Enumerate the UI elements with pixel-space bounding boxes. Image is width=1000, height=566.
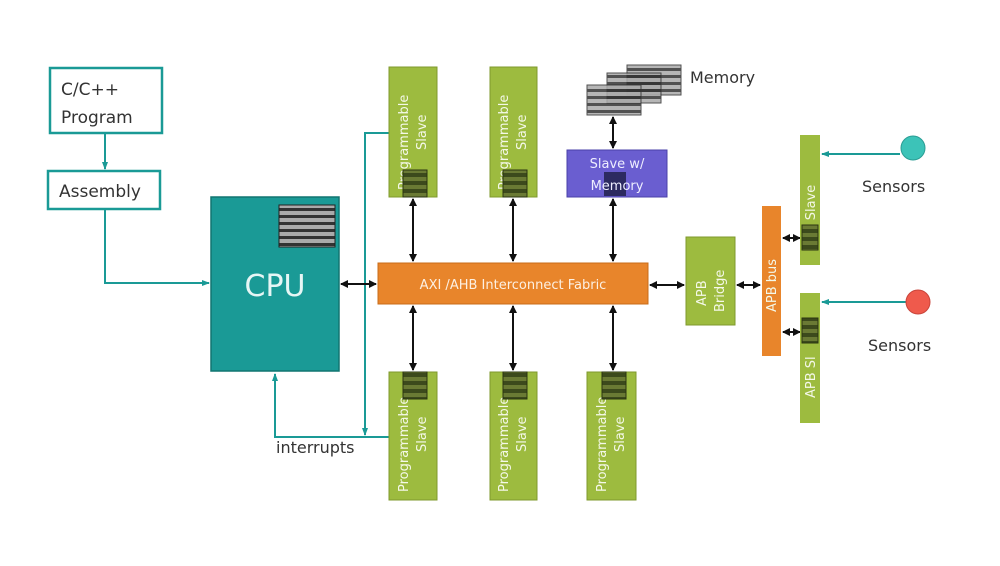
sensors-label-1: Sensors (862, 177, 925, 196)
register-icon (402, 169, 428, 198)
fabric-label: AXI /AHB Interconnect Fabric (420, 278, 607, 293)
apb-slave-label: APB Sl (804, 356, 819, 398)
slave-label-1: Programmable (397, 95, 412, 190)
sensors-label-2: Sensors (868, 336, 931, 355)
program-label-2: Program (61, 108, 133, 128)
slave-label-2: Slave (515, 114, 530, 150)
interconnect-fabric: AXI /AHB Interconnect Fabric (377, 262, 649, 305)
register-icon (402, 371, 428, 400)
register-icon (601, 371, 627, 400)
slave-label-2: Slave (613, 416, 628, 452)
memory-label: Memory (690, 68, 755, 87)
slave-label-1: Programmable (397, 397, 412, 492)
apb-slave-1: APB Slave (800, 135, 820, 265)
slave-label-2: Slave (415, 416, 430, 452)
flow-lines (102, 132, 906, 438)
slave-label-2: Slave (515, 416, 530, 452)
slave-label-1: Programmable (595, 397, 610, 492)
sensor-red-icon (905, 289, 931, 315)
register-icon (801, 317, 819, 344)
slave-memory-label-1: Slave w/ (590, 157, 645, 172)
assembly-box: Assembly (46, 169, 162, 211)
programmable-slave-bottom-1: Programmable Slave (388, 371, 438, 501)
sensor-teal-icon (900, 135, 926, 161)
apb-bus: APB bus (762, 206, 781, 356)
slave-with-memory: Slave w/ Memory (566, 149, 668, 198)
apb-bridge-label-1: APB (695, 280, 710, 306)
register-icon (502, 169, 528, 198)
bus-arrows (340, 116, 801, 371)
assembly-label: Assembly (59, 182, 141, 202)
apb-bridge-label-2: Bridge (713, 270, 728, 312)
slave-label-1: Programmable (497, 95, 512, 190)
programmable-slave-top-2: Programmable Slave (489, 66, 538, 198)
programmable-slave-top-1: Programmable Slave (388, 66, 438, 198)
interrupts-label: interrupts (276, 438, 354, 457)
register-icon (502, 371, 528, 400)
programmable-slave-bottom-3: Programmable Slave (586, 371, 637, 501)
program-box: C/C++ Program (48, 66, 164, 135)
memory-icon (586, 64, 682, 116)
cpu-block: CPU (210, 196, 340, 372)
program-label-1: C/C++ (61, 80, 119, 100)
slave-memory-label-2: Memory (591, 179, 644, 194)
cpu-register-icon (278, 204, 336, 248)
programmable-slave-bottom-2: Programmable Slave (489, 371, 538, 501)
apb-bus-label: APB bus (765, 259, 780, 312)
slave-label-1: Programmable (497, 397, 512, 492)
cpu-label: CPU (245, 269, 306, 304)
register-icon (604, 172, 626, 196)
slave-label-2: Slave (415, 114, 430, 150)
apb-bridge: APB Bridge (685, 236, 736, 326)
apb-slave-2: APB Sl (800, 293, 820, 423)
register-icon (801, 224, 819, 251)
